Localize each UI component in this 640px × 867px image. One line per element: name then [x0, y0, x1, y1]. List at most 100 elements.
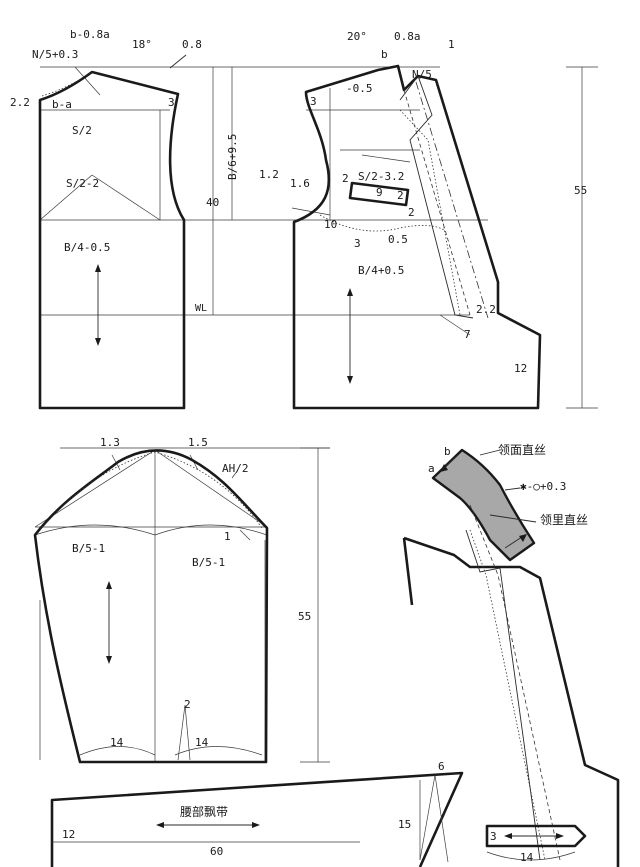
sleeve-cap-diag-right: [154, 449, 268, 528]
collar-roll-dashed: [469, 504, 561, 861]
collar-inner-line: [465, 529, 541, 861]
tab-length-arc: [486, 851, 576, 861]
front-seven-guide: [439, 314, 471, 336]
back-bodice: b-0.8a N/5+0.3 18° 0.8 2.2 b-a 3 S/2 S/2…: [10, 28, 239, 410]
sleeve-hem-arc-right: [174, 746, 263, 756]
front-bodice-outline: [292, 64, 542, 410]
front-label-s-half-minus: S/2-3.2: [358, 170, 404, 183]
front-bodice: 20° b 0.8a 1 N/5 3 -0.5 S/2-3.2 1.2 1.6 …: [232, 30, 598, 410]
collar-body-outline: [403, 536, 620, 867]
front-label-two-two: 2.2: [476, 303, 496, 316]
belt-label-twelve: 12: [62, 828, 75, 841]
front-label-a-val: 0.8a: [394, 30, 421, 43]
sleeve: 1.3 1.5 AH/2 1 B/5-1 B/5-1 55 2 14 14: [33, 436, 330, 764]
belt-label-fifteen: 15: [398, 818, 411, 831]
sleeve-dart: [177, 704, 191, 761]
collar-neck-edge: [402, 537, 414, 606]
tab-outline: [485, 824, 587, 848]
back-label-b-a: b-a: [52, 98, 72, 111]
front-label-two-b: 2: [408, 206, 415, 219]
back-neck-guide: [74, 66, 101, 96]
front-pocket-curve: [319, 214, 445, 232]
front-s-guide: [361, 154, 411, 163]
sleeve-label-ah: AH/2: [222, 462, 249, 475]
sleeve-arc-left: [34, 524, 156, 536]
front-lapel-line: [399, 75, 474, 319]
front-label-seven: 7: [464, 328, 471, 341]
collar-label-lining-grain: 领里直丝: [540, 513, 588, 527]
back-diag-2: [91, 174, 161, 221]
back-offset-arrow: [169, 54, 187, 69]
back-bodice-outline: [38, 70, 186, 410]
front-label-one-two: 1.2: [259, 168, 279, 181]
front-label-ten: 10: [324, 218, 337, 231]
front-label-one-six: 1.6: [290, 177, 310, 190]
front-label-twelve: 12: [514, 362, 527, 375]
back-label-bust: B/4-0.5: [64, 241, 110, 254]
front-roll-line: [403, 89, 471, 316]
front-label-three-top: 3: [310, 95, 317, 108]
tab-label-fourteen: 14: [520, 851, 534, 864]
front-label-pocket-nine: 9: [376, 186, 383, 199]
belt-outline: [50, 771, 464, 867]
collar-label-a: a: [428, 462, 435, 475]
front-label-one: 1: [448, 38, 455, 51]
front-label-neck: N/5: [412, 68, 432, 81]
back-label-waist-line: WL: [195, 303, 207, 314]
front-label-zero-five: 0.5: [388, 233, 408, 246]
front-label-bust: B/4+0.5: [358, 264, 404, 277]
belt-label-name: 腰部飘带: [180, 804, 228, 819]
back-label-angle: 18°: [132, 38, 152, 51]
tab-label-three: 3: [490, 830, 497, 843]
back-label-s-half: S/2: [72, 124, 92, 137]
front-label-neg-half: -0.5: [346, 82, 373, 95]
collar-label-face-grain: 领面直丝: [498, 443, 546, 457]
back-label-armhole: B/6+9.5: [226, 134, 239, 180]
sleeve-outline: [33, 449, 269, 764]
sleeve-label-hem-right: 14: [195, 736, 209, 749]
collar-detail: b a 领面直丝 ✱-○+0.3 领里直丝: [402, 443, 620, 867]
back-label-shoulder-drop: 3: [168, 96, 175, 109]
front-label-b: b: [381, 48, 388, 61]
sleeve-arc-right: [154, 524, 268, 536]
sleeve-hem-arc-left: [79, 746, 156, 756]
sleeve-label-right-width: B/5-1: [192, 556, 225, 569]
belt-label-sixty: 60: [210, 845, 223, 858]
sleeve-label-hem-left: 14: [110, 736, 124, 749]
front-label-three-b: 3: [354, 237, 361, 250]
sleeve-label-cap-right: 1.5: [188, 436, 208, 449]
sleeve-label-one: 1: [224, 530, 231, 543]
collar-piece: [431, 448, 536, 562]
sleeve-label-two: 2: [184, 698, 191, 711]
waist-belt: 腰部飘带 6 12 15 60: [50, 760, 464, 867]
collar-facing-dotted: [469, 529, 546, 861]
back-label-neck-width: N/5+0.3: [32, 48, 78, 61]
back-label-offset: 0.8: [182, 38, 202, 51]
collar-lining-leader: [489, 514, 537, 523]
back-diag-1: [39, 174, 93, 221]
sleeve-label-length: 55: [298, 610, 311, 623]
belt-label-six: 6: [438, 760, 445, 773]
back-label-length: 40: [206, 196, 219, 209]
back-label-b-minus: b-0.8a: [70, 28, 110, 41]
back-label-depth: 2.2: [10, 96, 30, 109]
front-pocket: [348, 181, 410, 207]
front-label-angle: 20°: [347, 30, 367, 43]
collar-formula-leader: [504, 487, 521, 491]
front-label-length: 55: [574, 184, 587, 197]
sleeve-label-cap-left: 1.3: [100, 436, 120, 449]
collar-label-formula: ✱-○+0.3: [520, 480, 566, 493]
back-label-s-half-minus: S/2-2: [66, 177, 99, 190]
sleeve-label-left-width: B/5-1: [72, 542, 105, 555]
back-neck-dotted: [41, 71, 93, 97]
collar-label-b: b: [444, 445, 451, 458]
front-label-pocket-two: 2: [397, 189, 404, 202]
belt-point-guide: [419, 774, 449, 863]
tab-piece: 3 14: [485, 824, 587, 864]
sleeve-cap-dotted: [39, 451, 263, 531]
front-armhole-tick: [291, 207, 331, 216]
front-center-line: [415, 81, 489, 319]
collar-face-leader: [479, 449, 501, 456]
